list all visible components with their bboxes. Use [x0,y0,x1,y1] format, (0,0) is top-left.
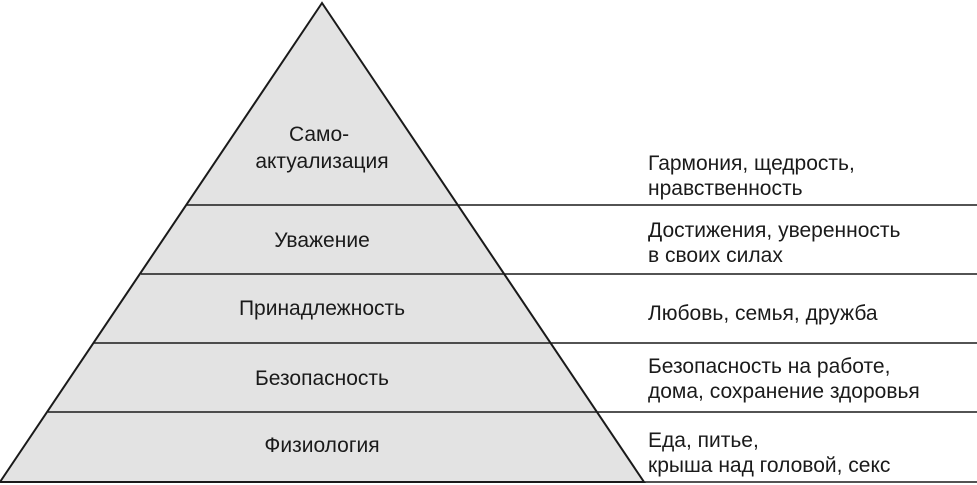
level-label-belonging: Принадлежность [239,297,405,320]
level-label-esteem: Уважение [274,229,370,252]
level-label-line: актуализация [255,150,388,173]
level-description-line: крыша над головой, секс [648,454,890,477]
level-label-line: Принадлежность [239,297,405,320]
level-description-line: в своих силах [648,244,783,267]
level-label-line: Уважение [274,229,370,252]
level-label-safety: Безопасность [255,367,389,390]
level-description-belonging: Любовь, семья, дружба [648,302,878,325]
level-description-esteem: Достижения, уверенность в своих силах [648,219,906,267]
level-description-line: Гармония, щедрость, [648,152,855,175]
level-label-line: Безопасность [255,367,389,390]
level-description-line: Любовь, семья, дружба [648,302,878,325]
level-description-line: Достижения, уверенность [648,219,901,242]
level-label-self-actualization: Само- актуализация [255,123,388,173]
level-description-self-actualization: Гармония, щедрость, нравственность [648,152,861,200]
level-description-line: Безопасность на работе, [648,355,890,378]
level-description-line: дома, сохранение здоровья [648,380,920,403]
level-description-physiology: Еда, питье, крыша над головой, секс [648,429,890,477]
level-description-line: Еда, питье, [648,429,759,452]
level-label-line: Физиология [264,434,379,457]
level-label-physiology: Физиология [264,434,379,457]
level-description-safety: Безопасность на работе, дома, сохранение… [648,355,920,403]
level-label-line: Само- [289,123,349,146]
level-description-line: нравственность [648,177,803,200]
